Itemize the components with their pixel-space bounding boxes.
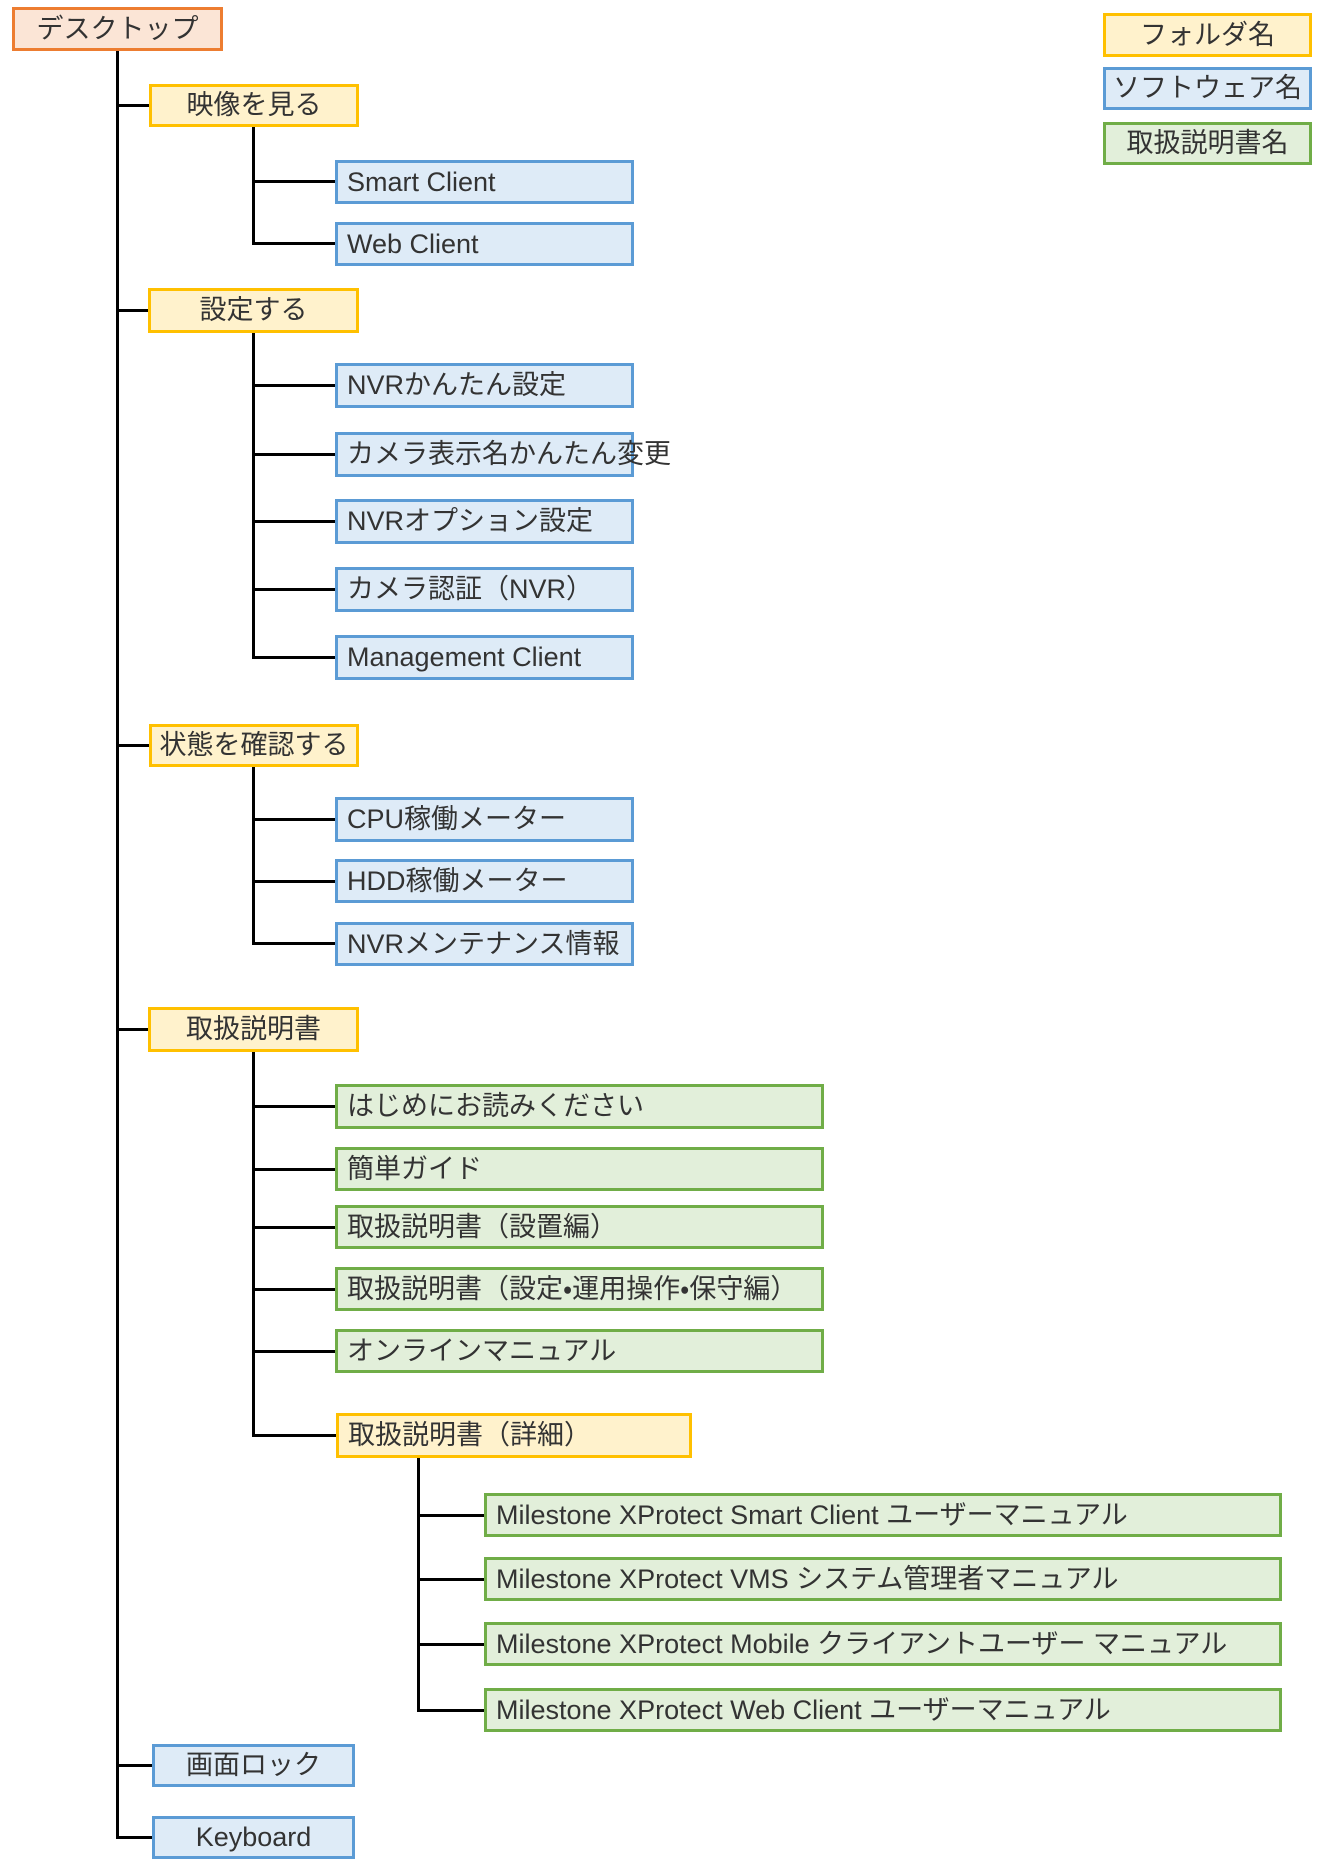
- node-web-client: Web Client: [335, 222, 634, 266]
- node-folder-check-status: 状態を確認する: [149, 724, 359, 767]
- legend-item-software: ソフトウェア名: [1103, 67, 1312, 110]
- tree-connector: [117, 1764, 152, 1767]
- node-nvr-option-setup: NVRオプション設定: [335, 499, 634, 544]
- tree-connector: [252, 942, 335, 945]
- tree-connector-trunk-watch-video: [252, 127, 255, 245]
- tree-connector: [252, 453, 335, 456]
- node-milestone-mobile-client-manual: Milestone XProtect Mobile クライアントユーザー マニュ…: [484, 1622, 1282, 1666]
- node-readme-first: はじめにお読みください: [335, 1084, 824, 1129]
- tree-connector: [117, 104, 149, 107]
- node-easy-guide: 簡単ガイド: [335, 1147, 824, 1191]
- tree-connector: [117, 744, 149, 747]
- tree-connector: [117, 1836, 152, 1839]
- node-management-client: Management Client: [335, 635, 634, 680]
- tree-connector: [252, 880, 335, 883]
- tree-connector-trunk-manuals: [252, 1052, 255, 1437]
- node-folder-manuals: 取扱説明書: [148, 1007, 359, 1052]
- node-screen-lock: 画面ロック: [152, 1744, 355, 1787]
- tree-connector: [252, 1226, 335, 1229]
- legend-item-manual: 取扱説明書名: [1103, 122, 1312, 165]
- tree-connector: [252, 242, 335, 245]
- tree-connector: [252, 1434, 336, 1437]
- tree-connector: [252, 656, 335, 659]
- node-milestone-web-client-manual: Milestone XProtect Web Client ユーザーマニュアル: [484, 1688, 1282, 1732]
- node-desktop: デスクトップ: [12, 7, 223, 51]
- node-camera-auth-nvr: カメラ認証（NVR）: [335, 567, 634, 612]
- node-nvr-easy-setup: NVRかんたん設定: [335, 363, 634, 408]
- tree-connector: [252, 1168, 335, 1171]
- node-manual-setup-operation-maintenance: 取扱説明書（設定・運用操作・保守編）: [335, 1267, 824, 1311]
- tree-connector: [417, 1643, 484, 1646]
- node-camera-name-easy-change: カメラ表示名かんたん変更: [335, 432, 671, 477]
- node-folder-watch-video: 映像を見る: [149, 84, 359, 127]
- node-milestone-vms-admin-manual: Milestone XProtect VMS システム管理者マニュアル: [484, 1557, 1282, 1601]
- node-folder-configure: 設定する: [148, 288, 359, 333]
- tree-connector: [252, 1350, 335, 1353]
- node-folder-manuals-detail: 取扱説明書（詳細）: [336, 1413, 692, 1458]
- node-keyboard: Keyboard: [152, 1816, 355, 1859]
- tree-connector: [252, 1288, 335, 1291]
- tree-connector: [252, 520, 335, 523]
- tree-connector: [252, 384, 335, 387]
- tree-connector: [117, 1028, 148, 1031]
- tree-connector-trunk-configure: [252, 333, 255, 659]
- legend-item-folder: フォルダ名: [1103, 13, 1312, 57]
- node-online-manual: オンラインマニュアル: [335, 1329, 824, 1373]
- tree-connector-trunk-manuals-detail: [417, 1458, 420, 1712]
- tree-connector: [117, 309, 148, 312]
- tree-connector: [252, 818, 335, 821]
- node-manual-installation: 取扱説明書（設置編）: [335, 1205, 824, 1249]
- node-smart-client: Smart Client: [335, 160, 634, 204]
- tree-connector: [252, 180, 335, 183]
- node-milestone-smart-client-manual: Milestone XProtect Smart Client ユーザーマニュア…: [484, 1493, 1282, 1537]
- tree-connector-trunk-check-status: [252, 767, 255, 945]
- node-cpu-meter: CPU稼働メーター: [335, 797, 634, 842]
- tree-connector: [252, 588, 335, 591]
- tree-connector-trunk-desktop: [116, 51, 119, 1839]
- node-nvr-maintenance-info: NVRメンテナンス情報: [335, 922, 634, 966]
- tree-connector: [252, 1105, 335, 1108]
- tree-connector: [417, 1578, 484, 1581]
- node-hdd-meter: HDD稼働メーター: [335, 859, 634, 903]
- tree-connector: [417, 1709, 484, 1712]
- tree-connector: [417, 1514, 484, 1517]
